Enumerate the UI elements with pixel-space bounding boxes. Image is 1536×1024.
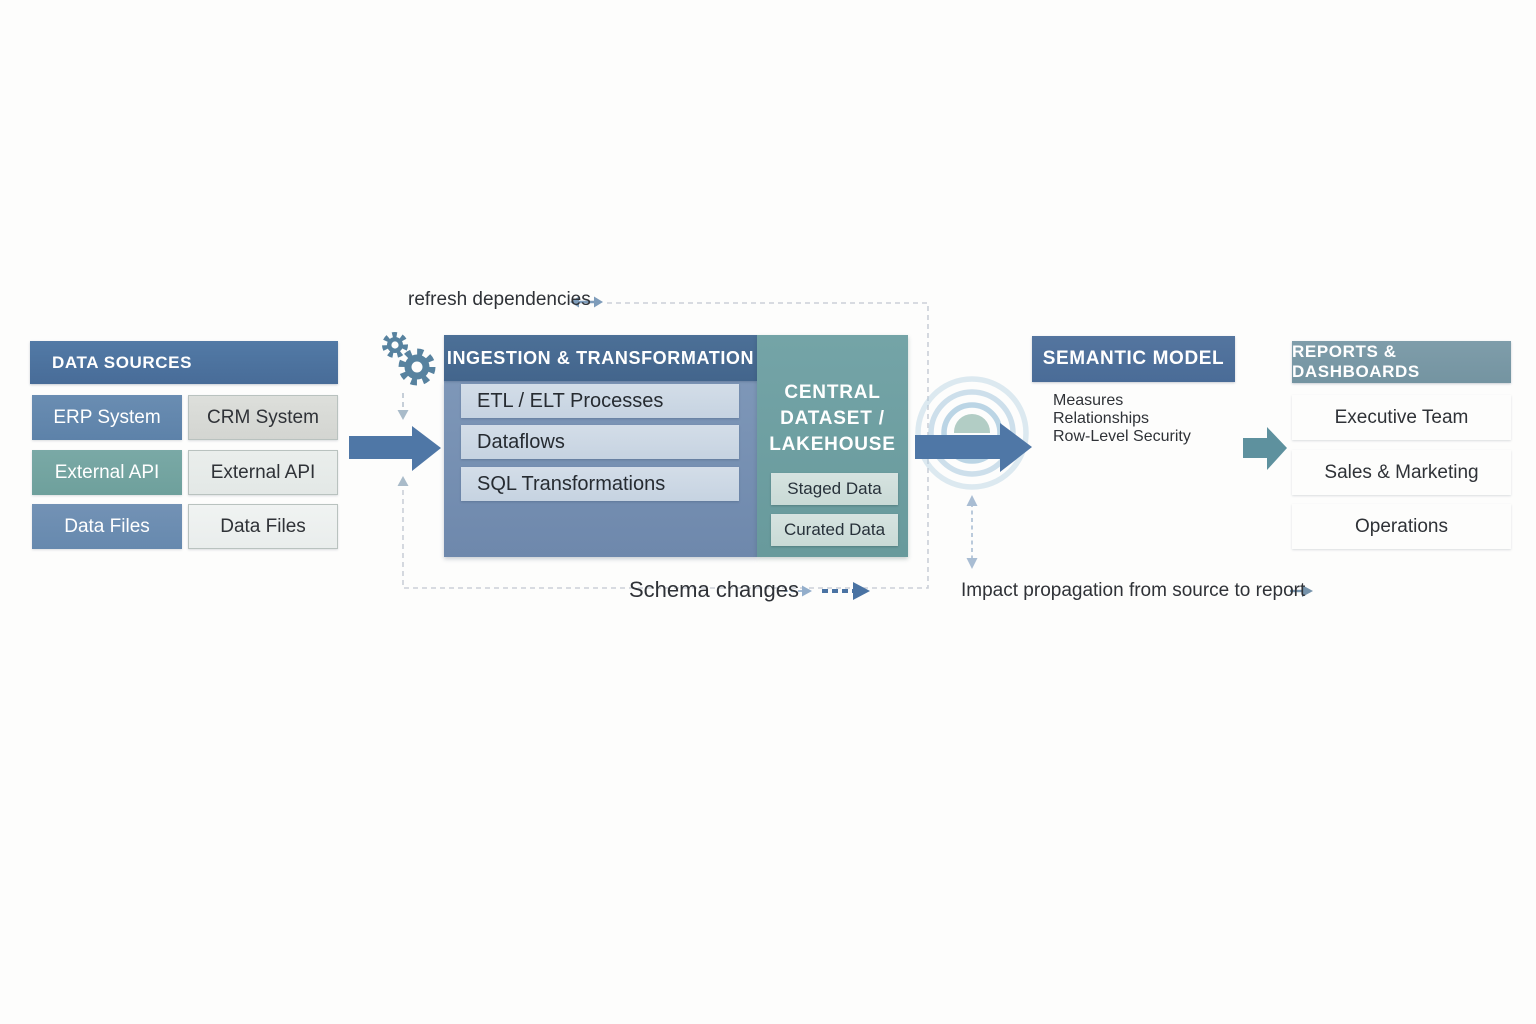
gears-icon xyxy=(382,332,436,386)
process-etl-elt: ETL / ELT Processes xyxy=(461,384,739,418)
layer-curated-data: Curated Data xyxy=(771,514,898,546)
source-label: Data Files xyxy=(220,515,306,537)
impact-propagation-label: Impact propagation from source to report xyxy=(961,580,1306,601)
arrow-semantic-to-reports xyxy=(1243,427,1287,470)
ripple-icon xyxy=(915,376,1029,490)
double-arrow-icon xyxy=(570,296,603,308)
report-executive-team: Executive Team xyxy=(1292,395,1511,440)
semantic-model-components: Measures Relationships Row-Level Securit… xyxy=(1053,392,1213,498)
layer-staged-data: Staged Data xyxy=(771,473,898,505)
source-label: ERP System xyxy=(53,406,161,428)
central-title-line: DATASET / xyxy=(780,408,885,429)
reports-header: REPORTS & DASHBOARDS xyxy=(1292,341,1511,383)
central-dataset-title: CENTRAL DATASET / LAKEHOUSE xyxy=(757,380,908,458)
central-title-line: CENTRAL xyxy=(784,382,881,403)
up-arrowhead-icon xyxy=(397,476,409,486)
impact-trailing-arrow-icon xyxy=(1290,585,1313,597)
report-label: Sales & Marketing xyxy=(1324,461,1479,483)
report-label: Executive Team xyxy=(1334,406,1469,428)
layer-label: Staged Data xyxy=(787,479,882,498)
central-title-line: LAKEHOUSE xyxy=(769,434,896,455)
process-sql-transformations: SQL Transformations xyxy=(461,467,739,501)
reports-title: REPORTS & DASHBOARDS xyxy=(1292,342,1420,381)
impact-vertical-arrow xyxy=(966,495,978,569)
source-data-files-secondary: Data Files xyxy=(188,504,338,549)
semantic-model-header: SEMANTIC MODEL xyxy=(1032,336,1235,382)
schema-changes-arrows xyxy=(784,582,870,600)
source-label: External API xyxy=(210,461,316,483)
process-label: Dataflows xyxy=(477,430,565,453)
report-label: Operations xyxy=(1355,515,1448,537)
arrow-sources-to-ingestion xyxy=(349,426,441,471)
source-label: External API xyxy=(54,461,160,483)
data-sources-header: DATA SOURCES xyxy=(30,341,338,384)
report-sales-marketing: Sales & Marketing xyxy=(1292,450,1511,495)
source-crm-system: CRM System xyxy=(188,395,338,440)
source-external-api: External API xyxy=(32,450,182,495)
process-dataflows: Dataflows xyxy=(461,425,739,459)
source-data-files: Data Files xyxy=(32,504,182,549)
ingestion-title: INGESTION & TRANSFORMATION xyxy=(446,347,755,368)
data-sources-title: DATA SOURCES xyxy=(52,352,193,372)
refresh-loop-dashed-path xyxy=(402,302,929,589)
process-label: SQL Transformations xyxy=(477,472,666,495)
semantic-model-title: SEMANTIC MODEL xyxy=(1042,348,1225,369)
arrow-dataset-to-semantic xyxy=(915,423,1032,472)
source-label: CRM System xyxy=(207,406,319,428)
source-erp-system: ERP System xyxy=(32,395,182,440)
schema-changes-label: Schema changes xyxy=(629,577,799,602)
component-relationships: Relationships xyxy=(1053,410,1150,427)
component-measures: Measures xyxy=(1053,392,1124,409)
process-label: ETL / ELT Processes xyxy=(477,389,664,412)
down-arrowhead-icon xyxy=(397,410,409,420)
source-label: Data Files xyxy=(64,515,150,537)
ingestion-header: INGESTION & TRANSFORMATION xyxy=(444,335,757,381)
component-row-level-security: Row-Level Security xyxy=(1053,428,1191,445)
layer-label: Curated Data xyxy=(783,520,886,539)
source-external-api-secondary: External API xyxy=(188,450,338,495)
refresh-dependencies-label: refresh dependencies xyxy=(408,289,591,310)
report-operations: Operations xyxy=(1292,504,1511,549)
